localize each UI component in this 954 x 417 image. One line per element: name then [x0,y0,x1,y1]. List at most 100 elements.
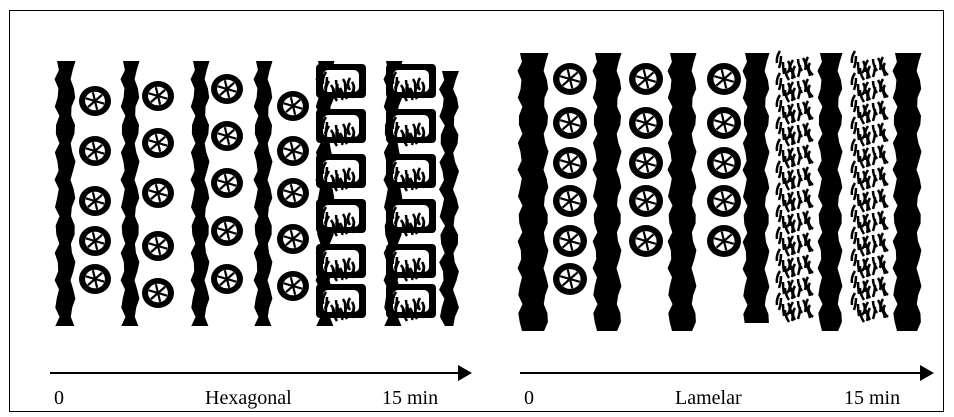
micelle-chain [156,192,162,203]
micelle-chain [720,69,726,80]
micelle-chain [217,179,228,185]
micelle-chain [713,159,725,165]
micelle-chain [566,191,572,202]
micelle-chain [150,95,159,103]
micelle-chain [283,282,294,288]
micelle-chain [635,159,647,165]
micelle-chain [645,161,657,167]
micelle-chain [559,75,571,81]
micelle-chain [156,95,162,106]
disordered-chains [391,71,426,102]
micelle-chain [93,200,99,211]
micelle-chain [154,236,160,247]
micelle-chain [93,278,99,289]
micelle-chain [150,142,159,150]
disordered-chains [321,161,356,192]
micelle-chain [723,199,735,205]
micelle-chain [94,272,103,280]
micelle-chain [723,121,735,127]
micelle-chain [292,186,301,194]
micelle-chain [150,245,159,253]
micelle-chain [569,115,579,124]
micelle-chain [226,224,235,232]
micelle-chain [94,99,105,105]
micelle-chain [568,78,574,89]
micelle-chain [150,192,159,200]
disordered-chains [850,72,889,103]
micelle-chain [226,82,235,90]
micelle-chain [722,200,728,211]
disordered-chains [775,226,814,257]
surfactant-layer [439,71,459,326]
disordered-chains [775,138,814,169]
disordered-chains [850,94,889,125]
disordered-chains [850,248,889,279]
micelle-chain [715,200,725,209]
micelle-chain [292,232,301,240]
micelle-chain [637,200,647,209]
micelle-chain [226,129,235,137]
disordered-chains [850,182,889,213]
micelle-chain [223,173,229,184]
micelle-chain [219,88,228,96]
micelle-chain [289,141,295,152]
lamellar-layer [517,53,549,331]
micelle-chain [226,229,237,235]
micelle-chain [94,234,103,242]
micelle-chain [723,155,733,164]
micelle-chain [154,283,160,294]
micelle-chain [644,78,650,89]
micelle-chain [292,284,303,290]
lamellar-layer [892,53,922,331]
micelle-chain [645,155,655,164]
micelle-chain [292,104,303,110]
surfactant-layer [190,61,210,326]
micelle-chain [226,272,235,280]
micelle-chain [91,141,97,152]
surfactant-layer [54,61,76,326]
micelle-chain [713,119,725,125]
micelle-chain [642,153,648,164]
micelle-chain [291,192,297,203]
micelle-chain [635,197,647,203]
disordered-chains [775,72,814,103]
micelle-chain [94,277,105,283]
micelle-chain [93,150,99,161]
micelle-chain [723,193,733,202]
micelle-chain [292,99,301,107]
micelle-chain [713,75,725,81]
micelle-chain [285,192,294,200]
micelle-chain [645,233,655,242]
disordered-chains [321,291,356,322]
hexagonal-arrowhead [458,365,472,381]
micelle-chain [219,278,228,286]
micelle-chain [644,162,650,173]
micelle-chain [156,245,162,256]
disordered-chains [391,291,426,322]
micelle-chain [569,71,579,80]
micelle-chain [91,231,97,242]
micelle-chain [226,176,235,184]
micelle-chain [645,115,655,124]
micelle-chain [720,231,726,242]
micelle-chain [292,144,301,152]
disordered-chains [321,116,356,147]
micelle-chain [225,230,231,241]
micelle-chain [283,102,294,108]
disordered-chains [391,116,426,147]
micelle-chain [93,100,99,111]
micelle-chain [569,193,579,202]
disordered-chains [775,94,814,125]
micelle-chain [226,277,237,283]
micelle-chain [225,182,231,193]
micelle-chain [569,155,579,164]
micelle-chain [289,229,295,240]
micelle-chain [94,239,105,245]
micelle-chain [642,69,648,80]
micelle-chain [223,79,229,90]
micelle-chain [94,194,103,202]
micelle-chain [720,113,726,124]
disordered-chains [391,161,426,192]
micelle-chain [94,199,105,205]
micelle-chain [559,275,571,281]
